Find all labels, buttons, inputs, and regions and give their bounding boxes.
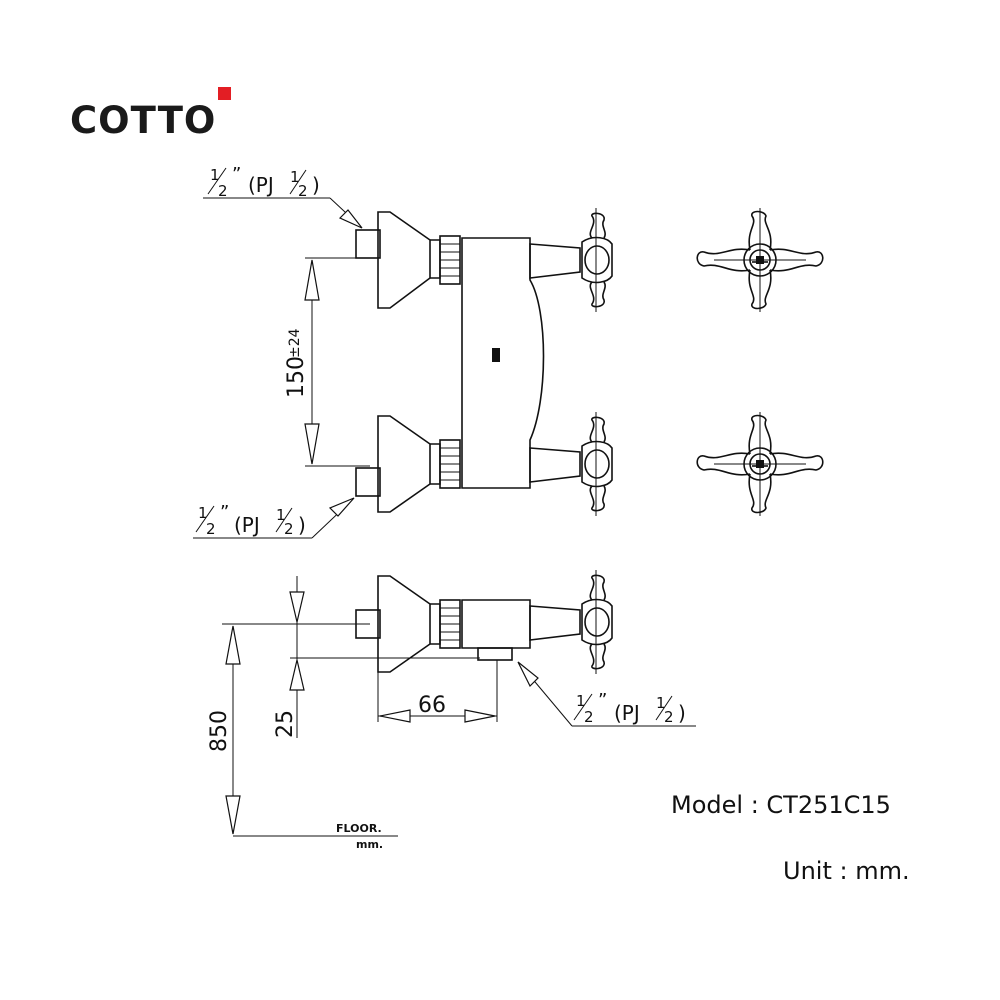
cotto-logo: COTTO (70, 87, 231, 142)
fraction-num-middle: 1 (198, 504, 208, 522)
front-view (355, 207, 613, 517)
fraction-num-side: 1 (576, 692, 586, 710)
floor-unit: mm. (356, 838, 383, 851)
pj-close-middle: ) (298, 513, 306, 537)
dimension-spacing: 150 ±24 (284, 257, 370, 467)
pj-close-top: ) (312, 173, 320, 197)
body-badge (492, 348, 500, 362)
dimension-depth: 66 (377, 660, 498, 723)
pj-close-side: ) (678, 701, 686, 725)
floor-label: FLOOR. (336, 822, 382, 835)
depth-value: 66 (418, 693, 446, 718)
bottom-inlet (355, 415, 461, 513)
model-label: Model : CT251C15 (671, 791, 891, 819)
dimension-offset: 25 (273, 576, 480, 738)
connection-label-middle: 1 2 ” (PJ 1 2 ) (193, 497, 355, 539)
inch-mark-top: ” (232, 164, 241, 185)
pj-label-side: (PJ (614, 701, 640, 725)
offset-value: 25 (273, 710, 298, 738)
inch-mark-middle: ” (220, 502, 229, 523)
fraction-den-side: 2 (584, 708, 594, 726)
pj-num-top: 1 (290, 168, 300, 186)
pj-num-middle: 1 (276, 506, 286, 524)
logo-red-square (218, 87, 231, 100)
pj-label-middle: (PJ (234, 513, 260, 537)
handle-front-bottom (696, 411, 824, 517)
handle-front-top (696, 207, 824, 313)
pj-den-top: 2 (298, 182, 308, 200)
connection-label-top: 1 2 ” (PJ 1 2 ) (203, 164, 363, 229)
valve-body (461, 237, 545, 489)
spacing-value: 150 (284, 356, 309, 398)
pj-den-middle: 2 (284, 520, 294, 538)
top-inlet (355, 211, 461, 309)
inch-mark-side: ” (598, 690, 607, 711)
fraction-num-top: 1 (210, 166, 220, 184)
unit-label: Unit : mm. (783, 857, 910, 885)
fraction-den-top: 2 (218, 182, 228, 200)
spacing-tolerance: ±24 (287, 328, 303, 358)
dimension-height: 850 FLOOR. mm. (207, 623, 398, 851)
fraction-den-middle: 2 (206, 520, 216, 538)
pj-label-top: (PJ (248, 173, 274, 197)
connection-label-side: 1 2 ” (PJ 1 2 ) (517, 661, 696, 727)
logo-wordmark: COTTO (70, 99, 216, 142)
height-value: 850 (207, 710, 232, 752)
pj-den-side: 2 (664, 708, 674, 726)
pj-num-side: 1 (656, 694, 666, 712)
